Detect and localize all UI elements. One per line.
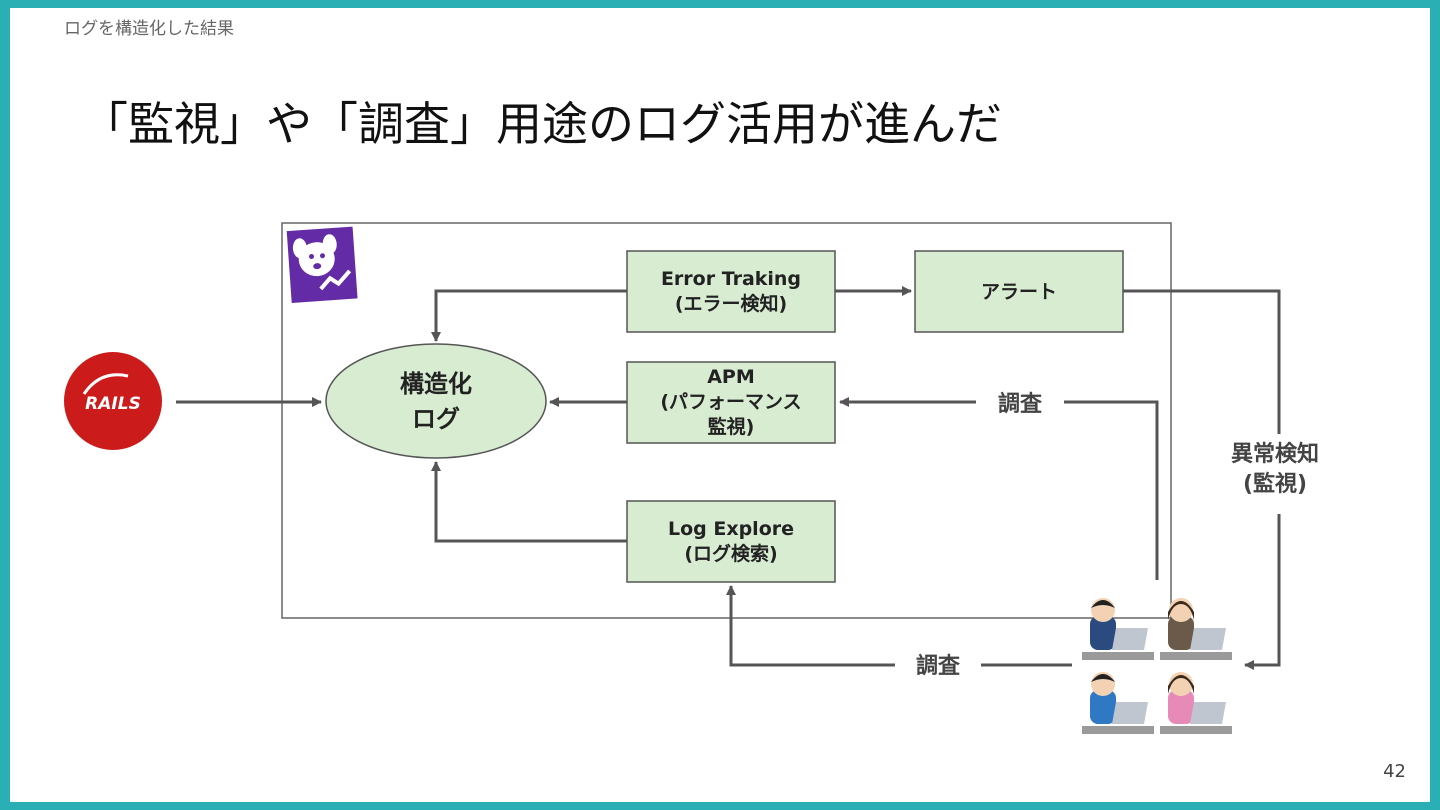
edge-log-explore-to-log	[431, 461, 627, 543]
node-error-tracking-line2: (エラー検知)	[675, 292, 787, 315]
node-log-explore: Log Explore (ログ検索)	[626, 500, 836, 583]
datadog-boundary	[281, 222, 1172, 619]
label-anomaly-detection-line1: 異常検知	[1231, 441, 1319, 467]
node-apm-line2: (パフォーマンス	[660, 391, 801, 413]
node-structured-log-line2: ログ	[412, 405, 460, 433]
node-error-tracking-line1: Error Traking	[661, 268, 801, 290]
node-alert-label: アラート	[981, 281, 1057, 303]
edge-alert-to-anomaly	[1123, 289, 1281, 434]
rails-logo-text: RAILS	[85, 394, 141, 414]
edge-error-to-log	[431, 289, 627, 342]
label-investigate-log: 調査	[916, 653, 961, 679]
engineers-icon	[1082, 598, 1232, 734]
node-apm: APM (パフォーマンス 監視)	[626, 361, 836, 444]
page-number: 42	[1383, 761, 1406, 782]
node-structured-log: 構造化 ログ	[325, 343, 547, 459]
label-anomaly-detection-line2: (監視)	[1243, 472, 1307, 497]
node-apm-line3: 監視)	[708, 415, 755, 438]
edge-investigate-to-log-explore	[726, 585, 895, 667]
node-error-tracking: Error Traking (エラー検知)	[626, 250, 836, 333]
node-alert: アラート	[914, 250, 1124, 333]
edge-people-to-investigate-apm	[1064, 400, 1159, 580]
section-label: ログを構造化した結果	[64, 19, 234, 39]
page-title: 「監視」や「調査」用途のログ活用が進んだ	[82, 97, 1002, 151]
datadog-icon	[286, 226, 358, 304]
node-log-explore-line1: Log Explore	[668, 518, 794, 540]
node-apm-line1: APM	[707, 366, 755, 388]
label-investigate-apm: 調査	[998, 391, 1043, 417]
rails-logo: RAILS	[64, 352, 162, 450]
edge-anomaly-to-people	[1244, 514, 1281, 670]
node-structured-log-line1: 構造化	[400, 370, 472, 398]
node-log-explore-line2: (ログ検索)	[684, 542, 777, 565]
